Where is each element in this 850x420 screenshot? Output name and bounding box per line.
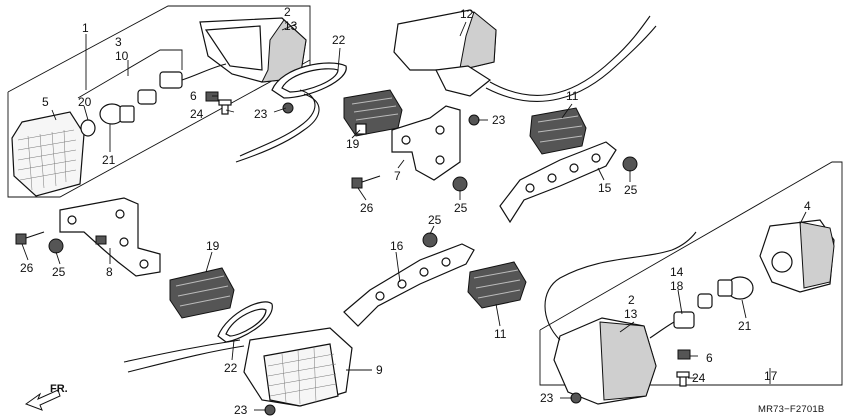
- callout-19: 19: [206, 239, 220, 253]
- front-direction-arrow: FR.: [24, 383, 68, 411]
- callout-21: 21: [102, 153, 116, 167]
- callout-3: 3: [115, 35, 122, 49]
- assembly-1-frame: [7, 5, 311, 198]
- callout-2: 2: [284, 5, 291, 19]
- wire-upper-left-b: [235, 93, 320, 163]
- callout-26: 26: [20, 261, 34, 275]
- washer-23-lower-left: [264, 404, 276, 416]
- callout-11: 11: [566, 89, 579, 103]
- callout-6: 6: [190, 89, 197, 103]
- callout-25: 25: [428, 213, 442, 227]
- lens-4: [759, 219, 835, 293]
- bracket-15: [499, 141, 617, 224]
- callout-22: 22: [332, 33, 346, 47]
- callout-numbers: 1 2 13 3 10 20 5 21 6 24 23 22 12 11 19 …: [20, 5, 811, 417]
- bracket-8: [59, 197, 161, 277]
- wire-lower-left-b: [127, 345, 245, 373]
- socket-14-right: [649, 293, 713, 339]
- bolt-26-mid: [351, 175, 381, 189]
- callout-15: 15: [598, 181, 612, 195]
- callout-11: 11: [494, 327, 507, 341]
- relay-11-lower: [467, 261, 527, 309]
- callout-9: 9: [376, 363, 383, 377]
- callout-7: 7: [394, 169, 401, 183]
- callout-17: 17: [764, 369, 778, 383]
- callout-1: 1: [82, 21, 89, 35]
- callout-4: 4: [804, 199, 811, 213]
- callout-10: 10: [115, 49, 129, 63]
- callout-22: 22: [224, 361, 238, 375]
- bracket-7: [391, 105, 461, 181]
- callout-20: 20: [78, 95, 92, 109]
- callout-5: 5: [42, 95, 49, 109]
- relay-11-upper: [529, 107, 587, 155]
- subassembly-3-frame: [77, 49, 183, 99]
- callout-25: 25: [454, 201, 468, 215]
- relay-19-upper: [343, 89, 403, 137]
- bracket-16: [343, 243, 475, 327]
- callout-14: 14: [670, 265, 684, 279]
- grommet-25-left: [48, 238, 64, 254]
- diagram-code: MR73−F2701B: [758, 404, 824, 415]
- callout-26: 26: [360, 201, 374, 215]
- lens-9: [243, 327, 353, 407]
- rear-housing-left: [199, 17, 307, 83]
- callout-23: 23: [492, 113, 506, 127]
- wire-lower-left: [123, 339, 241, 363]
- washer-23-upper: [282, 102, 294, 114]
- callout-23: 23: [540, 391, 554, 405]
- washer-23-mid: [468, 114, 480, 126]
- bulb-21-right: [717, 276, 754, 300]
- callout-24: 24: [692, 371, 706, 385]
- callout-19: 19: [346, 137, 360, 151]
- leader-lines: [21, 21, 807, 411]
- callout-13: 13: [624, 307, 638, 321]
- assembly-17-frame: [539, 161, 843, 386]
- callout-24: 24: [190, 107, 204, 121]
- gasket-22-lower: [217, 301, 273, 343]
- callout-13: 13: [284, 19, 298, 33]
- callout-21: 21: [738, 319, 752, 333]
- callout-12: 12: [460, 7, 474, 21]
- grommet-25-mid: [452, 176, 468, 192]
- rear-housing-12: [393, 9, 657, 102]
- screw-24-lower: [676, 371, 690, 387]
- nut-6-lower: [677, 349, 691, 360]
- callout-18: 18: [670, 279, 684, 293]
- callout-25: 25: [624, 183, 638, 197]
- callout-8: 8: [106, 265, 113, 279]
- bolt-26-left: [15, 231, 45, 245]
- callout-23: 23: [234, 403, 248, 417]
- washer-23-lower-right: [570, 392, 582, 404]
- front-direction-label: FR.: [50, 383, 68, 395]
- nut-6-upper: [205, 91, 219, 102]
- housing-2-lower-right: [544, 231, 697, 405]
- socket-10-left: [137, 63, 227, 105]
- lens-5-left: [11, 111, 85, 197]
- grommet-25-right: [622, 156, 638, 172]
- callout-6: 6: [706, 351, 713, 365]
- relay-19-lower: [169, 267, 235, 319]
- callout-23: 23: [254, 107, 268, 121]
- bulb-21-left: [80, 103, 135, 137]
- screw-24-upper: [218, 99, 232, 115]
- callout-16: 16: [390, 239, 404, 253]
- callout-25: 25: [52, 265, 66, 279]
- callout-2: 2: [628, 293, 635, 307]
- grommet-25-center: [422, 232, 438, 248]
